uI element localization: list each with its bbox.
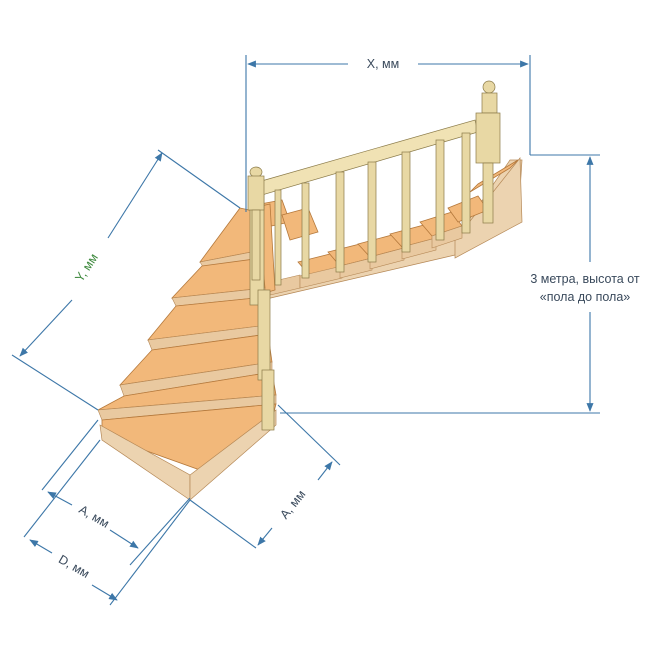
y-label: Y, мм	[72, 251, 101, 285]
y-dimension-line	[19, 299, 73, 357]
a-label-right: A, мм	[277, 487, 308, 521]
dimension-lines	[11, 55, 600, 606]
bottom-tread-front	[189, 409, 277, 501]
winder-treads	[97, 207, 277, 501]
x-label: X, мм	[367, 57, 399, 71]
dimension-labels: X, мм 3 метра, высота от «пола до пола» …	[56, 57, 640, 581]
a-left-dimension-line	[47, 491, 73, 506]
left-newel-post	[247, 166, 265, 281]
height-label-line2: «пола до пола»	[540, 290, 631, 304]
a-right-dimension-line	[317, 461, 333, 481]
d-label: D, мм	[56, 552, 92, 581]
d-dimension-line	[29, 539, 53, 554]
staircase	[97, 80, 523, 501]
right-newel-post	[475, 80, 501, 224]
balusters	[274, 132, 471, 286]
height-label-line1: 3 метра, высота от	[530, 272, 640, 286]
a-label-left: A, мм	[76, 502, 111, 530]
